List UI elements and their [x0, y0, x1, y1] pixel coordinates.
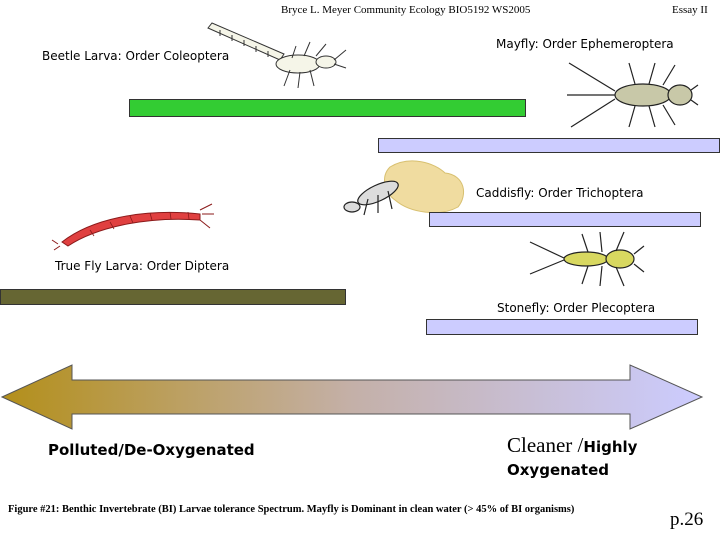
- beetle-larva-label: Beetle Larva: Order Coleoptera: [42, 49, 230, 63]
- mayfly-label: Mayfly: Order Ephemeroptera: [496, 37, 674, 51]
- true-fly-larva-icon: [51, 203, 214, 251]
- mayfly-icon: [567, 62, 699, 128]
- cleaner-label: Cleaner /Highly: [507, 433, 637, 458]
- header-author: Bryce L. Meyer Community Ecology BIO5192…: [281, 4, 531, 16]
- mayfly-bar: [378, 138, 720, 153]
- spectrum-arrow: [0, 364, 704, 430]
- cleaner-label-tail: Highly: [583, 438, 638, 456]
- beetle-larva-icon: [207, 22, 347, 89]
- stonefly-label: Stonefly: Order Plecoptera: [497, 301, 656, 315]
- oxygenated-label: Oxygenated: [507, 461, 609, 479]
- beetle-larva-bar: [129, 99, 526, 117]
- caddisfly-bar: [429, 212, 701, 227]
- figure-caption: Figure #21: Benthic Invertebrate (BI) La…: [8, 504, 575, 515]
- caddisfly-label: Caddisfly: Order Trichoptera: [476, 186, 644, 200]
- stonefly-icon: [529, 231, 645, 287]
- page-number: p.26: [670, 509, 704, 530]
- polluted-label: Polluted/De-Oxygenated: [48, 441, 255, 459]
- cleaner-label-main: Cleaner /: [507, 433, 584, 457]
- header-essay: Essay II: [672, 4, 708, 16]
- stonefly-bar: [426, 319, 698, 335]
- true-fly-larva-bar: [0, 289, 346, 305]
- caddisfly-icon: [343, 160, 465, 216]
- true-fly-larva-label: True Fly Larva: Order Diptera: [55, 259, 230, 273]
